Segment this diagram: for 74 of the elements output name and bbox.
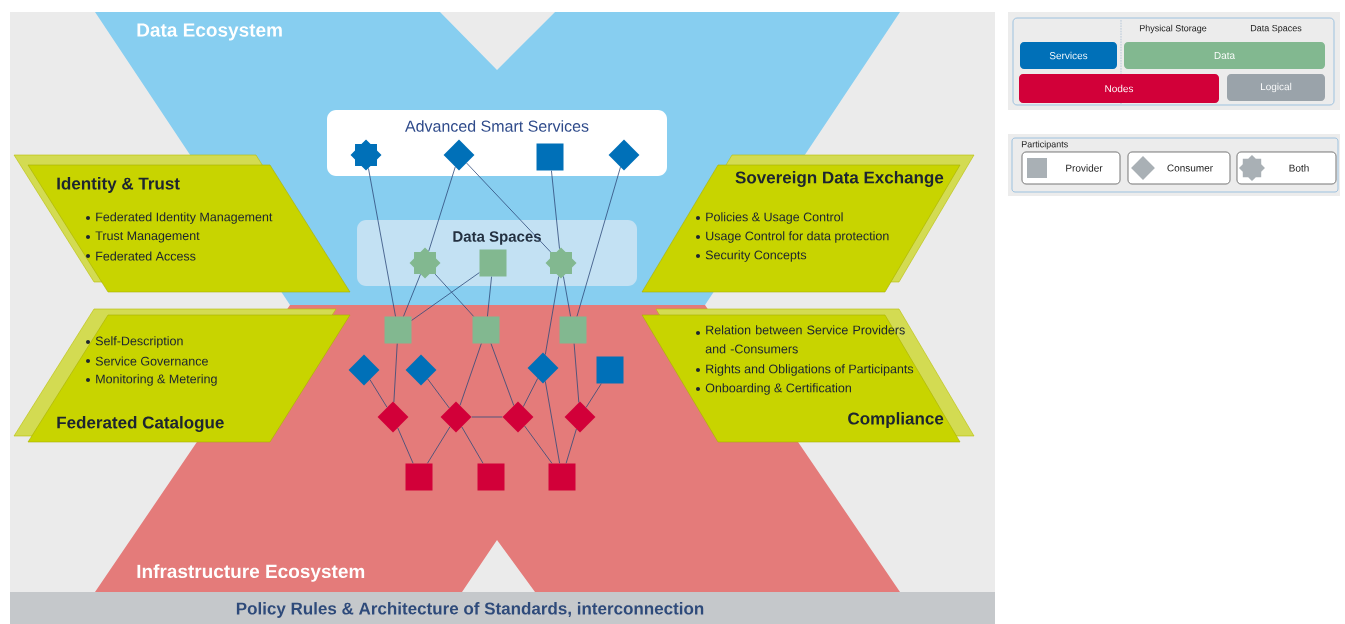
square-shape: [472, 316, 500, 344]
footer-bar: Policy Rules & Architecture of Standards, interconnection: [10, 592, 995, 624]
square-shape: [384, 316, 412, 344]
diamond-shape: [608, 139, 640, 171]
diamond-shape: [440, 401, 472, 433]
bullet-item: Service Governance: [95, 356, 208, 366]
connector-line: [427, 378, 450, 409]
connector-line: [573, 343, 580, 403]
diamond-shape: [377, 401, 409, 433]
bullet-item: Monitoring & Metering: [96, 374, 217, 386]
diamond-shape: [405, 354, 437, 386]
bullet-item: Security Concepts: [705, 250, 807, 262]
square-shape: [477, 463, 505, 491]
square-shape: [479, 249, 507, 277]
bullet-item: Usage Control for data protection: [706, 231, 889, 243]
star-shape: [545, 247, 577, 279]
connector-line: [427, 426, 451, 464]
connector-line: [524, 425, 553, 464]
connector-line: [565, 428, 577, 464]
legend-label: Services: [1049, 51, 1088, 60]
topic-panel: [641, 308, 975, 443]
connector-line: [434, 273, 474, 317]
connector-line: [471, 416, 503, 418]
connector-line: [393, 343, 398, 403]
connector-line: [368, 168, 396, 317]
square-shape: [559, 316, 587, 344]
connector-line: [585, 383, 602, 408]
legend-item: Provider: [1021, 151, 1121, 185]
connector-line: [466, 162, 551, 253]
star-shape: [409, 247, 441, 279]
bullet-item: Self-Description: [95, 336, 183, 348]
square-shape: [536, 143, 564, 171]
legend-label: Nodes: [1105, 84, 1134, 93]
diamond-shape: [443, 139, 475, 171]
connector-line: [369, 379, 388, 408]
topic-panel: [13, 154, 351, 293]
diamond-shape: [348, 354, 380, 386]
square-shape: [596, 356, 624, 384]
square-shape: [405, 463, 433, 491]
column-header: Participants: [1021, 140, 1068, 150]
bullet-item: Onboarding & Certification: [705, 383, 851, 395]
connector-line: [522, 378, 539, 407]
legend-item: Consumer: [1127, 151, 1231, 185]
connector-line: [411, 272, 480, 321]
connector-line: [544, 276, 560, 355]
bullet-item: Federated Access: [96, 251, 196, 261]
connector-line: [576, 166, 621, 317]
bullet-item: Federated Identity Management: [96, 212, 273, 224]
star-shape: [350, 139, 382, 171]
topic-panel: [13, 308, 351, 443]
connector-line: [459, 343, 482, 406]
square-shape: [548, 463, 576, 491]
legend-label: Data: [1214, 52, 1236, 59]
diamond-shape: [527, 352, 559, 384]
column-header: Data Spaces: [1250, 24, 1302, 34]
connector-line: [551, 170, 560, 250]
legend-item: Both: [1236, 151, 1337, 185]
panel-title: Data Spaces: [453, 231, 541, 245]
connector-line: [397, 427, 414, 464]
connector-line: [563, 276, 571, 317]
topic-panel: [641, 154, 975, 293]
connector-line: [461, 426, 484, 464]
column-header: Physical Storage: [1139, 24, 1207, 34]
connector-line: [544, 380, 560, 464]
connector-line: [490, 343, 515, 406]
panel-title: Advanced Smart Services: [405, 120, 589, 132]
connector-line: [428, 166, 456, 252]
connector-line: [487, 276, 492, 317]
connector-line: [403, 273, 421, 317]
diamond-shape: [564, 401, 596, 433]
bullet-item: Policies & Usage Control: [706, 212, 843, 224]
legend-label: Logical: [1260, 82, 1292, 93]
bullet-item: Trust Management: [95, 231, 200, 243]
diamond-shape: [502, 401, 534, 433]
